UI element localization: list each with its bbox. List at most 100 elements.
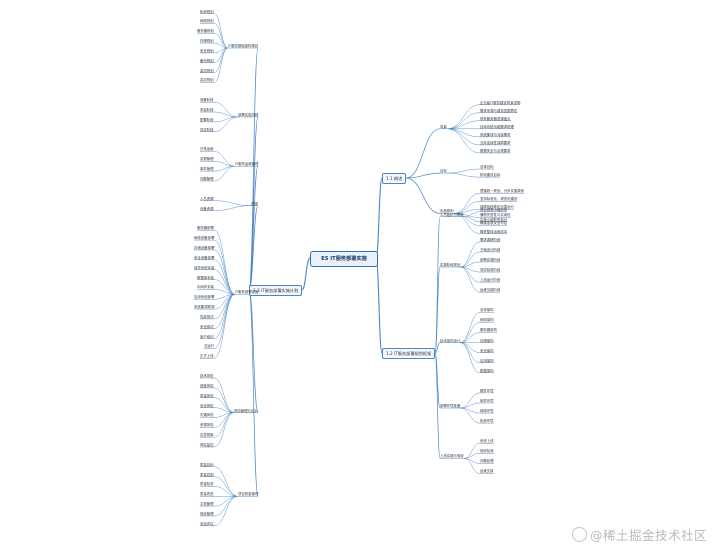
sub-node[interactable]: 背景 <box>440 124 447 129</box>
branch-node[interactable]: 1.3 IT服务部署实施计划 <box>249 285 303 296</box>
leaf-node[interactable]: 服务器部署 <box>197 226 214 231</box>
branch-node[interactable]: 1.2 IT服务部署规划框架 <box>382 348 436 359</box>
leaf-node[interactable]: 保障系统稳定可靠运行 <box>480 205 514 210</box>
leaf-node[interactable]: 问题管理 <box>200 177 214 181</box>
sub-node[interactable]: 项目质量管理 <box>238 492 259 497</box>
leaf-node[interactable]: 日常运维 <box>200 147 214 152</box>
leaf-node[interactable]: 资源风险 <box>200 423 214 428</box>
leaf-node[interactable]: 方案设计阶段 <box>480 247 501 252</box>
leaf-node[interactable]: 存储设备部署 <box>194 245 215 250</box>
leaf-node[interactable]: 验收标准 <box>480 449 494 454</box>
sub-node[interactable]: 实施阶段规划 <box>440 263 461 268</box>
sub-node[interactable]: 实施原则 <box>440 209 454 214</box>
leaf-node[interactable]: 运维交接 <box>480 469 494 474</box>
leaf-node[interactable]: 技术风险 <box>200 374 214 379</box>
sub-node[interactable]: IT服务基础架构规划 <box>228 44 259 48</box>
sub-node[interactable]: 人员组织与职责 <box>440 212 464 217</box>
leaf-node[interactable]: 安全测试 <box>200 324 214 329</box>
sub-node[interactable]: 资源 <box>251 201 258 206</box>
sub-node[interactable]: IT服务部署实施 <box>235 290 259 295</box>
leaf-node[interactable]: 总体架构 <box>480 308 494 313</box>
leaf-node[interactable]: 应用架构 <box>480 358 494 363</box>
sub-node[interactable]: 上线实施与验收 <box>440 454 464 459</box>
leaf-node[interactable]: 服务器架构 <box>480 328 497 333</box>
leaf-node[interactable]: 安全设备部署 <box>194 255 215 260</box>
leaf-node[interactable]: 准备阶段 <box>200 98 214 103</box>
sub-node[interactable]: 部署实施流程 <box>238 112 259 117</box>
leaf-node[interactable]: 质量改进 <box>200 492 214 497</box>
leaf-node[interactable]: 操作系统安装 <box>194 265 215 270</box>
leaf-node[interactable]: 系统集成与对接需求 <box>480 132 511 137</box>
leaf-node[interactable]: 中间件安装 <box>197 285 214 290</box>
leaf-node[interactable]: 设备资源 <box>200 206 214 211</box>
leaf-node[interactable]: 需求来源与建设范围界定 <box>480 108 518 113</box>
leaf-node[interactable]: 软件环境 <box>480 398 494 403</box>
leaf-node[interactable]: 确保信息安全可控 <box>480 221 508 226</box>
leaf-node[interactable]: 性能测试 <box>200 314 214 319</box>
sub-node[interactable]: 部署环境准备 <box>440 404 461 409</box>
leaf-node[interactable]: 网络规划 <box>200 19 214 24</box>
leaf-node[interactable]: 监控规划 <box>200 68 214 73</box>
leaf-node[interactable]: 总体目标 <box>480 165 494 170</box>
leaf-node[interactable]: 验收管理 <box>200 511 214 516</box>
leaf-node[interactable]: 风险监控 <box>200 443 214 447</box>
leaf-node[interactable]: 兼顾先进性与实用性 <box>480 213 511 218</box>
leaf-node[interactable]: 实施小组职责划分 <box>480 217 508 222</box>
sub-node[interactable]: 风险管理与应对 <box>234 408 258 413</box>
leaf-node[interactable]: 数据库安装 <box>197 275 214 280</box>
leaf-node[interactable]: 部署实施阶段 <box>480 257 501 262</box>
leaf-node[interactable]: 项目领导小组职责 <box>480 207 508 212</box>
leaf-node[interactable]: 降低整体运维成本 <box>480 229 508 234</box>
leaf-node[interactable]: 问题处理 <box>480 459 494 464</box>
leaf-node[interactable]: 容灾规划 <box>200 78 214 83</box>
leaf-node[interactable]: 业务连续性保障要求 <box>480 140 511 145</box>
leaf-node[interactable]: 配置阶段 <box>200 117 214 122</box>
leaf-node[interactable]: 硬件环境 <box>480 388 494 393</box>
leaf-node[interactable]: 质量目标 <box>200 462 214 467</box>
leaf-node[interactable]: 系统集成联调 <box>194 305 215 310</box>
leaf-node[interactable]: 测试验收阶段 <box>480 268 501 273</box>
leaf-node[interactable]: 网络环境 <box>480 409 494 414</box>
leaf-node[interactable]: 网络设备部署 <box>194 236 215 241</box>
leaf-node[interactable]: 遵循统一规划、分步实施原则 <box>480 189 525 194</box>
leaf-node[interactable]: 安全规划 <box>200 48 214 53</box>
leaf-node[interactable]: 安全风险 <box>200 403 214 408</box>
root-node[interactable]: ES IT服务部署实施 <box>310 251 378 267</box>
leaf-node[interactable]: 安装阶段 <box>200 108 214 113</box>
leaf-node[interactable]: 存储规划 <box>200 39 214 44</box>
leaf-node[interactable]: 进度风险 <box>200 383 214 388</box>
leaf-node[interactable]: 备份规划 <box>200 58 214 63</box>
leaf-node[interactable]: 运维交接阶段 <box>480 288 501 293</box>
leaf-node[interactable]: 阶段建设目标 <box>480 173 501 178</box>
leaf-node[interactable]: 数据安全与合规要求 <box>480 148 511 153</box>
leaf-node[interactable]: 总结评估 <box>200 521 214 526</box>
leaf-node[interactable]: 质量控制 <box>200 472 214 477</box>
leaf-node[interactable]: 应用系统部署 <box>194 295 215 300</box>
leaf-node[interactable]: 变更管理 <box>200 157 214 162</box>
leaf-node[interactable]: 试运行 <box>204 344 215 349</box>
leaf-node[interactable]: 需求调研阶段 <box>480 237 501 242</box>
leaf-node[interactable]: 沟通风险 <box>200 413 214 418</box>
leaf-node[interactable]: 存储架构 <box>480 338 494 343</box>
sub-node[interactable]: IT服务运维管理 <box>235 162 259 167</box>
leaf-node[interactable]: 质量检查 <box>200 482 214 487</box>
leaf-node[interactable]: 用户培训 <box>200 334 214 339</box>
leaf-node[interactable]: 网络架构 <box>480 318 494 323</box>
leaf-node[interactable]: 坚持标准化、规范化建设 <box>480 197 518 202</box>
leaf-node[interactable]: 服务器规划 <box>197 29 214 34</box>
leaf-node[interactable]: 应急预案 <box>200 433 214 438</box>
leaf-node[interactable]: 机房规划 <box>200 9 214 14</box>
leaf-node[interactable]: 数据架构 <box>480 368 494 373</box>
sub-node[interactable]: 技术架构设计 <box>440 338 461 343</box>
leaf-node[interactable]: 文档管理 <box>200 502 214 507</box>
leaf-node[interactable]: 机房环境 <box>480 419 494 424</box>
branch-node[interactable]: 1.1 概述 <box>382 173 407 184</box>
leaf-node[interactable]: 现有服务器资源盘点 <box>480 116 511 121</box>
leaf-node[interactable]: 事件管理 <box>200 167 214 172</box>
leaf-node[interactable]: 企业级IT服务建设背景说明 <box>480 100 521 105</box>
leaf-node[interactable]: 测试阶段 <box>200 127 214 132</box>
leaf-node[interactable]: 人员资源 <box>200 196 214 201</box>
leaf-node[interactable]: 上线运行阶段 <box>480 278 501 283</box>
leaf-node[interactable]: 安全架构 <box>480 348 494 353</box>
leaf-node[interactable]: 系统上线 <box>480 439 494 444</box>
